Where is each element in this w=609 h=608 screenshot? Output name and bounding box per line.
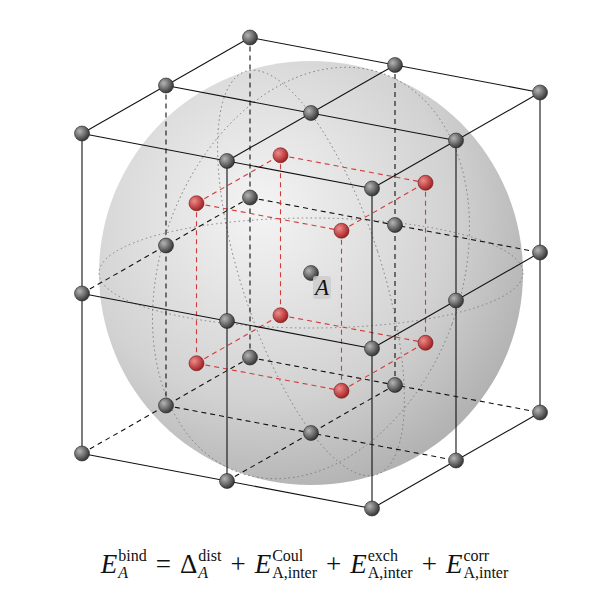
script-stack: exchA,inter (368, 548, 413, 582)
equation-term: EexchA,inter (350, 548, 412, 582)
equation-term: ECoulA,inter (255, 548, 317, 582)
red-atom (189, 196, 204, 211)
equation-text: A,inter (463, 565, 508, 582)
inner-cube-edge (281, 155, 426, 183)
equation-text: corr (463, 548, 508, 565)
equation-text: E (350, 549, 367, 580)
gray-atom (533, 405, 548, 420)
equation-text: A,inter (272, 565, 317, 582)
equation-text: Coul (272, 548, 317, 565)
gray-atom (75, 286, 90, 301)
equation-text: dist (198, 548, 221, 565)
lattice-line (227, 65, 395, 161)
inner-cube-edge (281, 315, 426, 343)
equation-text: A (118, 565, 146, 582)
lattice-line (250, 38, 540, 93)
equation-text: = (156, 549, 171, 580)
gray-atom (159, 78, 174, 93)
red-atom (334, 383, 349, 398)
gray-atom (533, 85, 548, 100)
equation-text: bind (118, 548, 146, 565)
equation-term: EbindA (101, 548, 147, 582)
equation-text: A (198, 565, 221, 582)
gray-atom (220, 314, 235, 329)
hidden-edges (82, 38, 540, 482)
inner-cube-edge (197, 155, 281, 203)
gray-atom (449, 133, 464, 148)
gray-atom (75, 446, 90, 461)
red-atom (273, 308, 288, 323)
gray-atom (304, 426, 319, 441)
gray-atom (533, 245, 548, 260)
atoms (75, 30, 548, 516)
lattice-line (82, 358, 250, 454)
gray-atom (365, 341, 380, 356)
inner-cube-edge (341, 231, 342, 391)
gray-atom (365, 501, 380, 516)
sphere-guides (98, 22, 525, 523)
equation-text: E (446, 549, 463, 580)
inner-cube-edge (197, 315, 281, 363)
inner-cube-edge (342, 343, 426, 391)
lattice-line (82, 38, 250, 134)
lattice-line (166, 86, 456, 141)
gray-atom (243, 30, 258, 45)
equation-text: Δ (180, 549, 197, 580)
gray-atom (220, 154, 235, 169)
equation-text: E (101, 549, 118, 580)
gray-atom (243, 350, 258, 365)
inner-cube (197, 155, 426, 391)
gray-atom (159, 398, 174, 413)
red-atom (189, 356, 204, 371)
equation-term: ΔdistA (180, 548, 222, 582)
gray-atom (388, 378, 403, 393)
script-stack: corrA,inter (463, 548, 508, 582)
gray-atom (304, 106, 319, 121)
equation-text: exch (368, 548, 413, 565)
gray-atom (220, 474, 235, 489)
equation-text: + (326, 549, 341, 580)
gray-atom (388, 58, 403, 73)
gray-atom (75, 126, 90, 141)
equation-text: + (230, 549, 245, 580)
gray-atom (243, 190, 258, 205)
red-atom (273, 148, 288, 163)
inner-cube-edge (197, 203, 342, 231)
atom-label: A (313, 276, 331, 299)
lattice-line (227, 385, 395, 481)
lattice-line (82, 294, 372, 349)
equation-text: + (422, 549, 437, 580)
visible-edges (82, 38, 540, 509)
equation-term: EcorrA,inter (446, 548, 508, 582)
lattice-line (250, 198, 540, 253)
red-atom (418, 335, 433, 350)
gray-atom (449, 453, 464, 468)
gray-atom (159, 238, 174, 253)
inner-cube-edge (197, 363, 342, 391)
cutoff-sphere (99, 61, 523, 485)
script-stack: bindA (118, 548, 146, 582)
equation-text: E (255, 549, 272, 580)
gray-atom (365, 181, 380, 196)
inner-cube-edge (342, 183, 426, 231)
script-stack: CoulA,inter (272, 548, 317, 582)
gray-atom (388, 218, 403, 233)
inner-cube-edge (280, 155, 281, 315)
red-atom (334, 223, 349, 238)
red-atom (418, 175, 433, 190)
gray-atom (449, 293, 464, 308)
energy-equation: EbindA=ΔdistA+ECoulA,inter+EexchA,inter+… (0, 548, 609, 582)
lattice-line (372, 413, 540, 509)
equation-text: A,inter (368, 565, 413, 582)
lattice-line (166, 406, 456, 461)
script-stack: distA (198, 548, 221, 582)
inner-cube-edge (196, 203, 197, 363)
